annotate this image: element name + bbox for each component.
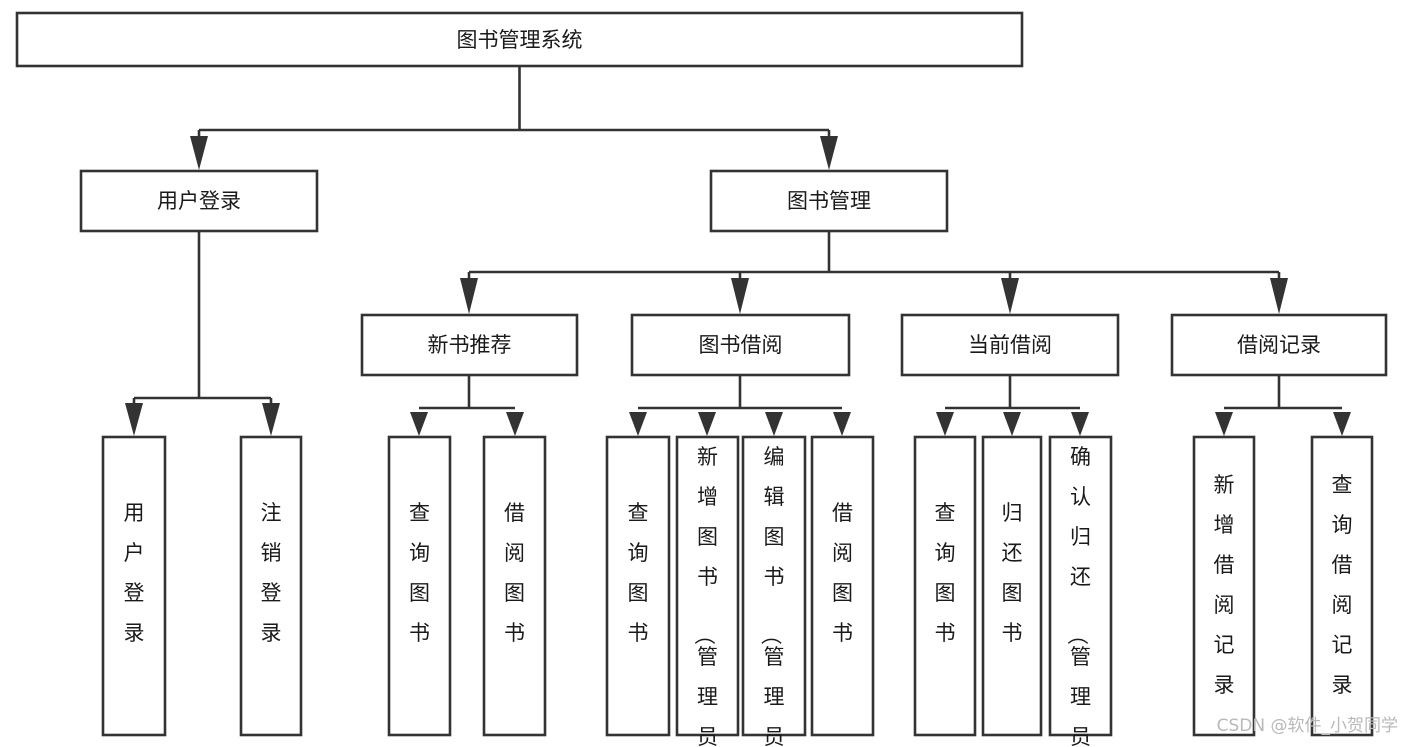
arrow-head-user-login — [190, 136, 208, 170]
arrow-head-new-book — [460, 278, 478, 314]
node-leaf-return-book-box[interactable] — [981, 435, 1043, 737]
node-leaf-query-record-box[interactable] — [1310, 435, 1374, 737]
node-book-manage[interactable]: 图书管理 — [709, 169, 949, 233]
connector-group-book-manage-to-level3 — [460, 231, 1288, 314]
arrow-head-leaf-confirm-return — [1071, 412, 1089, 436]
arrow-head-leaf-borrow-book-2 — [833, 412, 851, 436]
leaf-nodes-group: 用户登录 注销登录 查询图书 借阅图书 查询图书 新增图书（管理员） — [101, 435, 1374, 747]
node-leaf-confirm-return-box[interactable] — [1048, 435, 1113, 737]
node-leaf-query-book-3-label: 查询图书 — [935, 501, 956, 645]
node-borrow-record-box[interactable] — [1170, 313, 1388, 377]
node-leaf-add-record[interactable]: 新增借阅记录 — [1192, 435, 1256, 737]
arrow-head-leaf-edit-book — [765, 412, 783, 436]
node-leaf-confirm-return[interactable]: 确认归还（管理员） — [1048, 435, 1113, 747]
node-leaf-logout-label: 注销登录 — [261, 501, 282, 645]
node-leaf-return-book[interactable]: 归还图书 — [981, 435, 1043, 737]
node-leaf-query-book-2-box[interactable] — [605, 435, 671, 737]
connector-group-borrow-record-to-leaves — [1215, 375, 1351, 436]
arrow-head-leaf-logout — [262, 403, 280, 436]
node-leaf-user-login-box[interactable] — [101, 435, 167, 737]
node-leaf-borrow-book-1-label: 借阅图书 — [504, 501, 525, 645]
connector-group-user-login-to-leaves — [125, 231, 280, 436]
node-user-login-label: 用户登录 — [157, 189, 241, 213]
node-borrow-record-label: 借阅记录 — [1237, 333, 1321, 357]
node-leaf-query-book-2-label: 查询图书 — [628, 501, 649, 645]
node-current-borrow-box[interactable] — [900, 313, 1120, 377]
node-current-borrow[interactable]: 当前借阅 — [900, 313, 1120, 377]
node-book-borrow-box[interactable] — [630, 313, 851, 377]
node-leaf-add-record-box[interactable] — [1192, 435, 1256, 737]
node-leaf-edit-book-box[interactable] — [741, 435, 807, 737]
node-user-login[interactable]: 用户登录 — [79, 169, 319, 233]
node-leaf-user-login[interactable]: 用户登录 — [101, 435, 167, 737]
arrow-head-leaf-query-book-2 — [629, 412, 647, 436]
node-leaf-query-book-1[interactable]: 查询图书 — [387, 435, 452, 737]
arrow-head-borrow-record — [1270, 278, 1288, 314]
node-root[interactable]: 图书管理系统 — [15, 11, 1024, 68]
node-book-borrow[interactable]: 图书借阅 — [630, 313, 851, 377]
arrow-head-leaf-query-book-1 — [410, 412, 428, 436]
node-leaf-logout[interactable]: 注销登录 — [239, 435, 303, 737]
arrow-head-book-manage — [820, 136, 838, 170]
node-leaf-add-record-label: 新增借阅记录 — [1214, 473, 1235, 697]
node-leaf-return-book-label: 归还图书 — [1002, 501, 1023, 645]
connector-group-book-borrow-to-leaves — [629, 375, 851, 436]
node-leaf-logout-box[interactable] — [239, 435, 303, 737]
arrow-head-leaf-return-book — [1003, 412, 1021, 436]
node-new-book-recommend-box[interactable] — [360, 313, 579, 377]
arrow-head-leaf-query-book-3 — [936, 412, 954, 436]
node-leaf-query-book-3-box[interactable] — [913, 435, 977, 737]
connector-group-current-borrow-to-leaves — [936, 375, 1089, 436]
node-leaf-add-book[interactable]: 新增图书（管理员） — [675, 435, 740, 747]
node-leaf-borrow-book-1[interactable]: 借阅图书 — [482, 435, 547, 737]
node-leaf-query-record-label: 查询借阅记录 — [1332, 473, 1353, 697]
connector-group-new-book-to-leaves — [410, 375, 524, 436]
node-leaf-query-book-3[interactable]: 查询图书 — [913, 435, 977, 737]
node-leaf-borrow-book-2-label: 借阅图书 — [832, 501, 853, 645]
node-root-label: 图书管理系统 — [457, 28, 583, 52]
node-leaf-add-book-label: 新增图书（管理员） — [692, 445, 718, 747]
node-leaf-query-book-2[interactable]: 查询图书 — [605, 435, 671, 737]
node-leaf-edit-book-label: 编辑图书（管理员） — [759, 445, 785, 747]
node-leaf-edit-book[interactable]: 编辑图书（管理员） — [741, 435, 807, 747]
node-leaf-borrow-book-2[interactable]: 借阅图书 — [810, 435, 875, 737]
arrow-head-leaf-add-record — [1215, 412, 1233, 436]
arrow-head-book-borrow — [731, 278, 749, 314]
arrow-head-leaf-query-record — [1333, 412, 1351, 436]
arrow-head-leaf-user-login — [125, 403, 143, 436]
connector-group-root-to-level2 — [190, 66, 838, 170]
node-leaf-query-book-1-label: 查询图书 — [409, 501, 430, 645]
node-leaf-query-book-1-box[interactable] — [387, 435, 452, 737]
node-borrow-record[interactable]: 借阅记录 — [1170, 313, 1388, 377]
node-leaf-borrow-book-2-box[interactable] — [810, 435, 875, 737]
node-leaf-user-login-label: 用户登录 — [124, 501, 145, 645]
arrow-head-leaf-borrow-book-1 — [506, 412, 524, 436]
node-user-login-box[interactable] — [79, 169, 319, 233]
node-book-manage-box[interactable] — [709, 169, 949, 233]
node-new-book-recommend-label: 新书推荐 — [428, 333, 512, 357]
node-leaf-query-record[interactable]: 查询借阅记录 — [1310, 435, 1374, 737]
node-new-book-recommend[interactable]: 新书推荐 — [360, 313, 579, 377]
arrow-head-current-borrow — [1001, 278, 1019, 314]
node-leaf-borrow-book-1-box[interactable] — [482, 435, 547, 737]
arrow-head-leaf-add-book — [698, 412, 716, 436]
node-book-manage-label: 图书管理 — [787, 189, 871, 213]
node-current-borrow-label: 当前借阅 — [968, 333, 1052, 357]
csdn-watermark: CSDN @软件_小贺同学 — [1217, 716, 1398, 736]
node-root-box[interactable] — [15, 11, 1024, 68]
node-book-borrow-label: 图书借阅 — [699, 333, 783, 357]
node-leaf-confirm-return-label: 确认归还（管理员） — [1065, 445, 1091, 747]
node-leaf-add-book-box[interactable] — [675, 435, 740, 737]
